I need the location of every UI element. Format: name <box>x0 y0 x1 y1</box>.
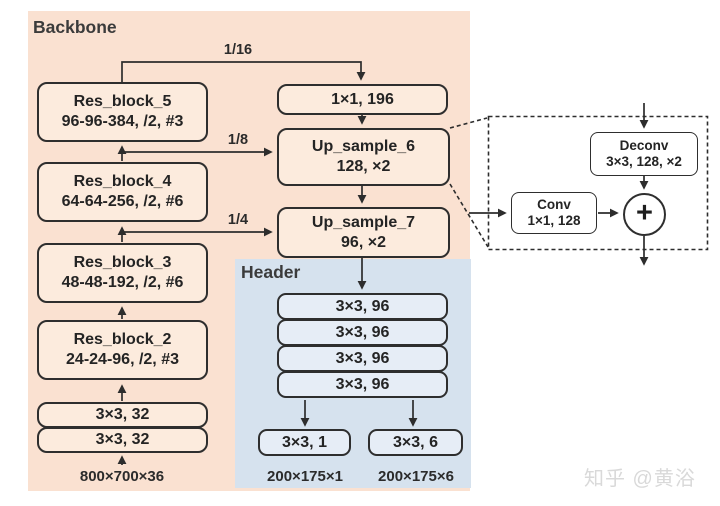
header-title: Header <box>241 262 301 282</box>
up-sample-6-name: Up_sample_6 <box>311 138 416 155</box>
res-block-2: Res_block_2 24-24-96, /2, #3 <box>37 320 208 380</box>
conv-1x1-196-label: 1×1, 196 <box>331 90 394 108</box>
res-block-3-name: Res_block_3 <box>73 254 172 271</box>
up-sample-6-spec: 128, ×2 <box>336 158 391 175</box>
res-block-2-name: Res_block_2 <box>73 331 172 348</box>
conv-spec: 1×1, 128 <box>527 213 581 228</box>
deconv-spec: 3×3, 128, ×2 <box>606 154 682 169</box>
skip-1-16-arrow <box>121 61 366 82</box>
header-conv-2-label: 3×3, 96 <box>335 323 390 341</box>
output-conv-6: 3×3, 6 <box>368 429 463 456</box>
output-dim-6-label: 200×175×6 <box>378 468 454 485</box>
stem-conv-1-label: 3×3, 32 <box>95 406 150 423</box>
res-block-3-spec: 48-48-192, /2, #6 <box>61 274 184 291</box>
detail-dashed-box <box>487 115 709 251</box>
res-block-5-spec: 96-96-384, /2, #3 <box>61 113 184 130</box>
deconv-block: Deconv 3×3, 128, ×2 <box>590 132 698 176</box>
up-sample-7-spec: 96, ×2 <box>341 233 386 251</box>
res-block-4: Res_block_4 64-64-256, /2, #6 <box>37 162 208 222</box>
conv-block: Conv 1×1, 128 <box>511 192 597 234</box>
elementwise-add-node: + <box>623 193 666 236</box>
stem-conv-2: 3×3, 32 <box>37 427 208 453</box>
plus-icon: + <box>636 196 653 229</box>
res-block-5: Res_block_5 96-96-384, /2, #3 <box>37 82 208 142</box>
header-conv-4-label: 3×3, 96 <box>335 375 390 393</box>
scale-label-1-4: 1/4 <box>227 212 249 228</box>
output-conv-1-label: 3×3, 1 <box>282 433 327 451</box>
res-block-2-spec: 24-24-96, /2, #3 <box>66 351 179 368</box>
stem-conv-2-label: 3×3, 32 <box>95 431 150 448</box>
res-block-5-name: Res_block_5 <box>73 93 172 110</box>
up-sample-7: Up_sample_7 96, ×2 <box>277 207 450 258</box>
output-conv-6-label: 3×3, 6 <box>393 433 438 451</box>
output-dim-1-label: 200×175×1 <box>267 468 343 485</box>
detail-callout-bottom <box>449 183 489 248</box>
conv-1x1-196: 1×1, 196 <box>277 84 448 115</box>
scale-label-1-8: 1/8 <box>227 132 249 148</box>
stem-conv-1: 3×3, 32 <box>37 402 208 428</box>
header-conv-3: 3×3, 96 <box>277 345 448 372</box>
res-block-3: Res_block_3 48-48-192, /2, #6 <box>37 243 208 303</box>
header-conv-4: 3×3, 96 <box>277 371 448 398</box>
up-sample-7-name: Up_sample_7 <box>311 213 416 231</box>
watermark: 知乎 @黄浴 <box>584 468 696 490</box>
header-conv-1: 3×3, 96 <box>277 293 448 320</box>
header-conv-1-label: 3×3, 96 <box>335 297 390 315</box>
res-block-4-spec: 64-64-256, /2, #6 <box>61 193 184 210</box>
conv-name: Conv <box>537 196 571 212</box>
detail-callout-top <box>449 117 488 129</box>
backbone-title: Backbone <box>33 17 117 37</box>
output-conv-1: 3×3, 1 <box>258 429 351 456</box>
res-block-4-name: Res_block_4 <box>73 173 172 190</box>
header-conv-3-label: 3×3, 96 <box>335 349 390 367</box>
input-dim-label: 800×700×36 <box>79 468 165 485</box>
deconv-name: Deconv <box>619 137 669 153</box>
up-sample-6: Up_sample_6 128, ×2 <box>277 128 450 186</box>
scale-label-1-16: 1/16 <box>223 42 253 58</box>
header-conv-2: 3×3, 96 <box>277 319 448 346</box>
